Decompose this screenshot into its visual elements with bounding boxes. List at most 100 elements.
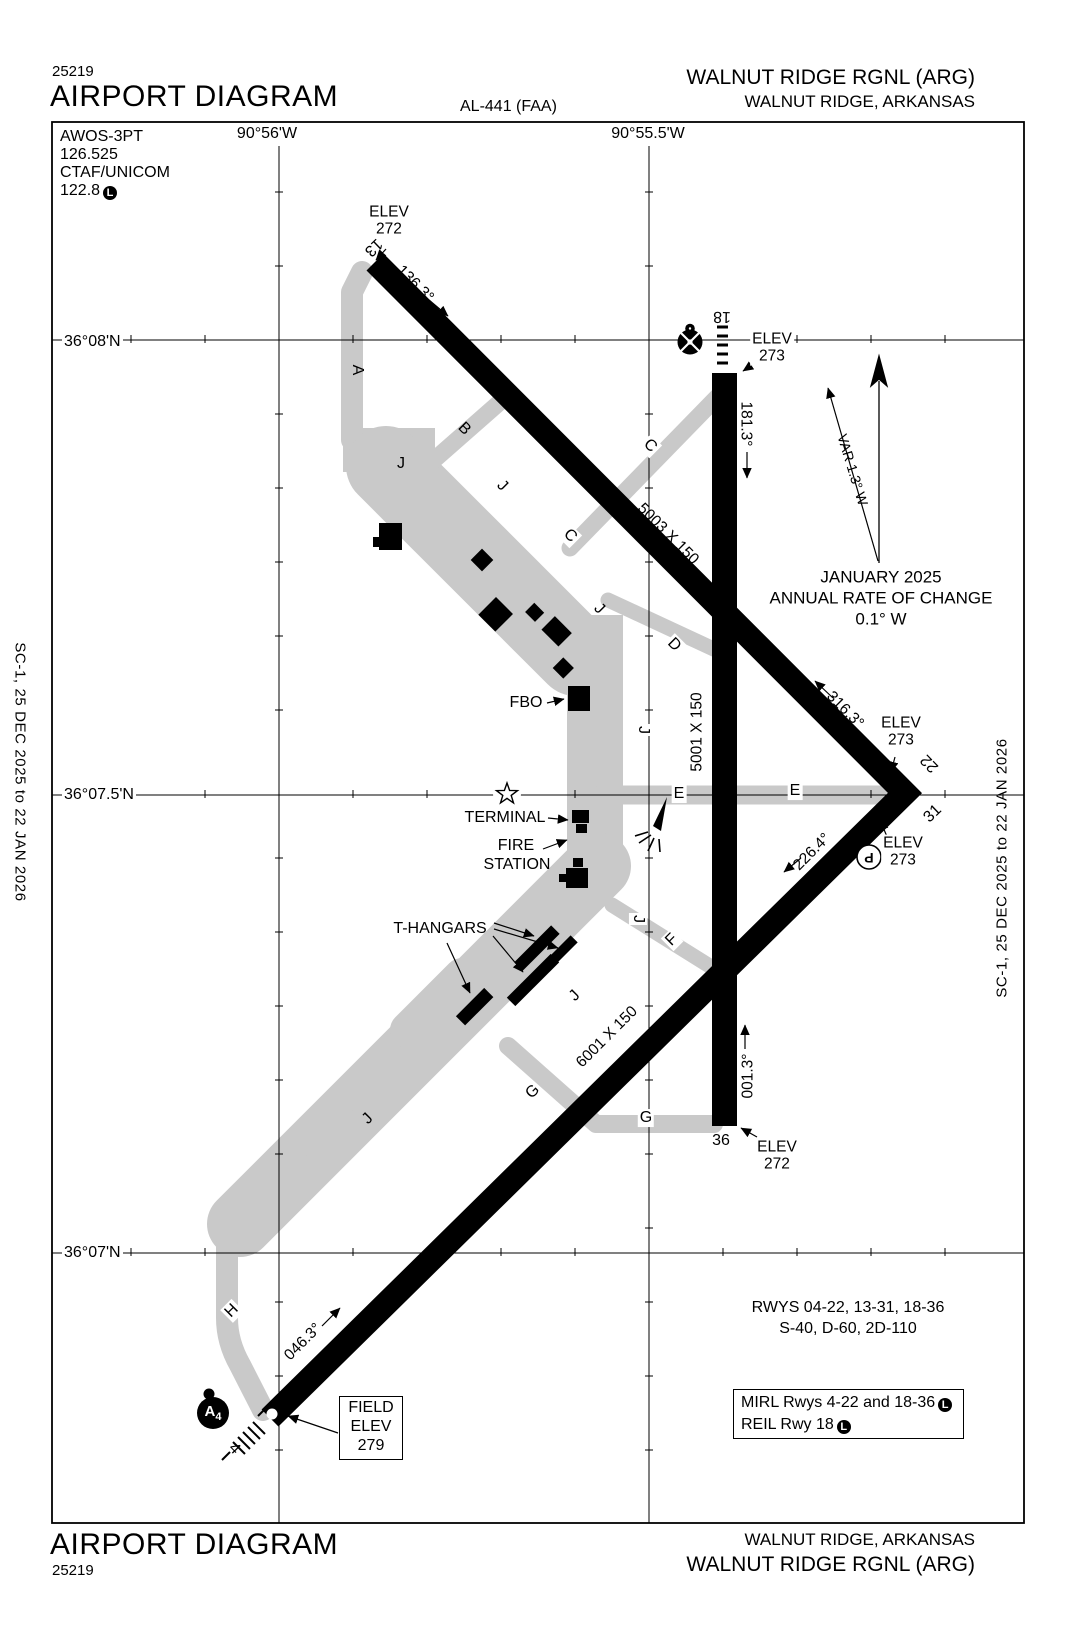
fire-label-2: STATION bbox=[483, 856, 551, 874]
fbo-label: FBO bbox=[509, 694, 543, 712]
leader-thangar-3 bbox=[492, 935, 524, 973]
t-hangar-3 bbox=[506, 953, 560, 1007]
field-elev-box: FIELD ELEV 279 bbox=[339, 1396, 403, 1460]
north-arrow-icon bbox=[869, 353, 889, 563]
als-a4-icon bbox=[197, 1388, 229, 1429]
taxiway-h bbox=[216, 1232, 274, 1421]
building-fire-station-3 bbox=[559, 874, 567, 882]
leader-lines bbox=[287, 248, 899, 1434]
dimension-18-36: 5001 X 150 bbox=[688, 690, 706, 774]
rwy4-approach-hatches bbox=[221, 1407, 267, 1461]
map-border bbox=[51, 121, 1025, 1524]
arrow-hdg-04 bbox=[321, 1307, 341, 1327]
taxiway-label-j1: J bbox=[397, 455, 405, 473]
lighted-icon: L bbox=[103, 186, 118, 200]
buildings bbox=[373, 523, 590, 1026]
heading-18: 181.3° bbox=[737, 401, 755, 447]
leader-elev-36 bbox=[740, 1127, 758, 1138]
building-1 bbox=[470, 548, 494, 572]
leader-field-elev bbox=[287, 1414, 339, 1434]
longitude-label-right: 90°55.5'W bbox=[609, 125, 687, 143]
taxiway-c bbox=[561, 381, 733, 557]
taxiway-label-j4: J bbox=[634, 724, 652, 736]
footer-title: AIRPORT DIAGRAM bbox=[50, 1528, 339, 1561]
runway-info-line1: RWYS 04-22, 13-31, 18-36 bbox=[751, 1299, 945, 1317]
apron-bulge-2 bbox=[285, 1085, 357, 1157]
lighted-icon: L bbox=[938, 1398, 953, 1412]
t-hangar-4 bbox=[455, 987, 494, 1026]
beacon-star-icon bbox=[493, 780, 521, 808]
runway-info-line2: S-40, D-60, 2D-110 bbox=[779, 1320, 917, 1338]
building-fire-station-2 bbox=[566, 868, 588, 888]
ticks-lat-top bbox=[130, 335, 946, 343]
magvar-rate-label: ANNUAL RATE OF CHANGE bbox=[769, 588, 993, 608]
rwy18-threshold-dashes bbox=[717, 325, 728, 365]
taxiway-label-e2: E bbox=[787, 782, 803, 800]
taxiway-a bbox=[341, 261, 373, 451]
footer-airport: WALNUT RIDGE RGNL (ARG) bbox=[686, 1553, 975, 1576]
apron-bulge-1 bbox=[390, 958, 480, 1048]
ticks-lon-left bbox=[275, 191, 283, 1451]
building-4 bbox=[541, 616, 572, 647]
taxiway-j-southwest bbox=[207, 833, 631, 1257]
building-3 bbox=[525, 602, 545, 622]
longitude-label-left: 90°56'W bbox=[234, 125, 300, 143]
ctaf-label: CTAF/UNICOM bbox=[60, 164, 170, 182]
building-5 bbox=[552, 657, 574, 679]
parking-label: P bbox=[864, 849, 874, 866]
leader-thangar-1 bbox=[493, 922, 535, 938]
als-a4-label: A4 bbox=[204, 1403, 222, 1423]
lighted-icon: L bbox=[836, 1420, 851, 1435]
leader-thangar-4 bbox=[446, 942, 471, 994]
taxiway-g bbox=[499, 1037, 723, 1133]
building-hangar-west-annex bbox=[373, 537, 380, 547]
airport-name: WALNUT RIDGE RGNL (ARG) bbox=[686, 66, 975, 89]
footer-city: WALNUT RIDGE, ARKANSAS bbox=[744, 1530, 976, 1549]
chart-code-top: 25219 bbox=[52, 63, 94, 80]
arrow-hdg-13 bbox=[428, 299, 449, 317]
latitude-label-mid: 36°07.5'N bbox=[62, 786, 136, 804]
taxiway-label-e1: E bbox=[671, 785, 687, 803]
leader-terminal bbox=[547, 814, 569, 824]
leader-elev-13 bbox=[375, 248, 387, 261]
awos-label: AWOS-3PT bbox=[60, 128, 143, 146]
arrow-hdg-31 bbox=[814, 680, 834, 699]
cycle-note-right: SC-1, 25 DEC 2025 to 22 JAN 2026 bbox=[993, 738, 1011, 998]
taxiway-label-a: A bbox=[348, 364, 366, 376]
taxiway-d bbox=[600, 592, 728, 660]
water-tower-icon bbox=[677, 323, 703, 355]
taxiway-b bbox=[425, 393, 509, 469]
chart-id: AL-441 (FAA) bbox=[460, 98, 557, 115]
building-hangar-west bbox=[379, 523, 402, 550]
taxiway-label-j5: J bbox=[629, 913, 647, 925]
runway-18-number: 18 bbox=[712, 307, 732, 326]
heading-arrows bbox=[321, 299, 834, 1327]
cycle-note-left: SC-1, 25 DEC 2025 to 22 JAN 2026 bbox=[11, 642, 29, 902]
runway-13-31-and-04-22 bbox=[261, 253, 923, 1427]
ticks-lon-right bbox=[645, 191, 653, 1451]
magvar-rate: 0.1° W bbox=[855, 609, 907, 629]
t-hangars-label: T-HANGARS bbox=[393, 920, 487, 938]
runway-36-number: 36 bbox=[712, 1132, 730, 1150]
leader-elev-22 bbox=[888, 756, 899, 773]
heading-36: 001.3° bbox=[739, 1053, 757, 1099]
windsock-icon bbox=[634, 797, 667, 853]
taxiway-label-g2: G bbox=[637, 1109, 655, 1127]
building-fbo bbox=[568, 686, 590, 711]
airport-city: WALNUT RIDGE, ARKANSAS bbox=[744, 92, 976, 111]
chart-code-bottom: 25219 bbox=[52, 1562, 94, 1579]
variation-arrow bbox=[826, 387, 879, 562]
terminal-label: TERMINAL bbox=[464, 809, 546, 827]
latitude-label-top: 36°08'N bbox=[62, 333, 123, 351]
leader-fbo bbox=[546, 696, 565, 707]
building-terminal bbox=[572, 810, 589, 823]
awos-frequency: 126.525 bbox=[60, 146, 118, 164]
leader-fire-station bbox=[542, 839, 568, 850]
